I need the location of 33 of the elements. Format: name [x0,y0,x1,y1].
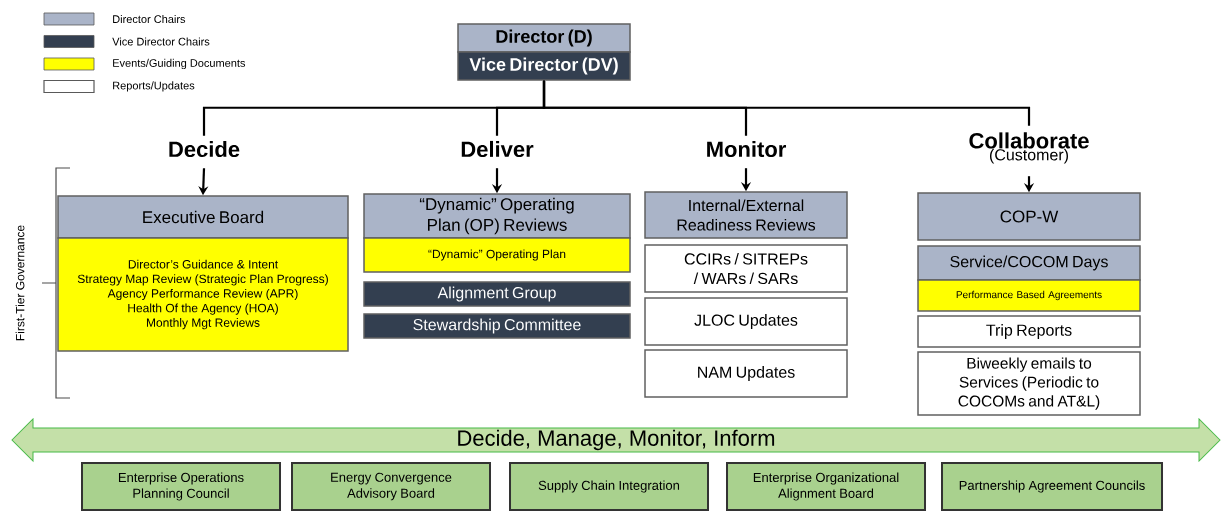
legend-label: Events/Guiding Documents [113,58,246,70]
council-box: Partnership Agreement Councils [941,462,1163,511]
report-box: JLOC Updates [644,297,848,346]
report-box: Trip Reports [917,315,1141,348]
legend-label: Reports/Updates [113,81,195,92]
event-box: Performance Based Agreements [917,279,1141,312]
column-heading: Deliver [461,140,534,158]
chair-box: Executive Board [57,195,349,239]
vice-chair-box: Stewardship Committee [363,313,631,339]
column-heading: Decide [169,140,240,158]
legend-label: Vice Director Chairs [112,37,210,46]
chair-box: Internal/External Readiness Reviews [644,191,848,239]
director-box: Director (D) [457,23,631,53]
column-heading: Collaborate (Customer) [969,132,1089,164]
council-box: Energy Convergence Advisory Board [291,462,491,511]
chair-box: “Dynamic” Operating Plan (OP) Reviews [363,193,631,239]
chair-box: COP-W [917,192,1141,241]
report-box: Biweekly emails to Services (Periodic to COCOMs and AT&L) [917,351,1141,416]
double-arrow-band: Decide, Manage, Monitor, Inform [11,418,1221,462]
event-box: “Dynamic” Operating Plan [363,237,631,273]
vice-director-box: Vice Director (DV) [457,51,631,81]
legend-label: Director Chairs [113,14,186,24]
chair-box: Service/COCOM Days [917,245,1141,281]
connector-line [542,80,1031,126]
event-box: Director’s Guidance & Intent Strategy Map Review (Strategic Plan Progress) Agency Performance Review (APR) Health Of the Agency (HOA) Monthly Mgt Reviews [57,237,349,352]
council-box: Supply Chain Integration [509,462,709,511]
vice-chair-box: Alignment Group [363,281,631,307]
council-box: Enterprise Organizational Alignment Board [726,462,926,511]
council-box: Enterprise Operations Planning Council [81,462,281,511]
report-box: NAM Updates [644,349,848,398]
report-box: CCIRs / SITREPs / WARs / SARs [644,244,848,293]
side-label: First-Tier Governance [15,225,25,341]
column-heading: Monitor [707,140,786,158]
